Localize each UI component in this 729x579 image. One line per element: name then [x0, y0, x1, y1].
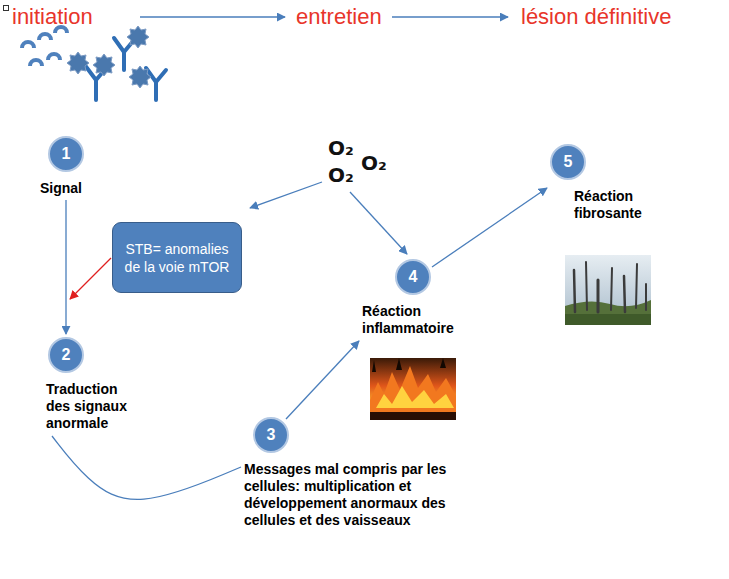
fibrosis-picture: [565, 300, 651, 325]
oxygen-arrow: [350, 192, 407, 254]
fibrosis-picture: [565, 255, 651, 325]
fibrosis-picture: [574, 262, 646, 312]
fire-picture: [372, 358, 446, 372]
phase-arrow: [140, 16, 285, 17]
antibody-illustration: [20, 25, 69, 66]
antibody-illustration: [67, 26, 151, 88]
phase-title: lésion définitive: [521, 5, 671, 29]
antibody-illustration: [20, 25, 166, 100]
step-circle: 1: [48, 136, 84, 172]
flow-arrow: [65, 200, 66, 334]
phase-title: initiation: [12, 5, 93, 29]
fire-picture: [370, 358, 456, 420]
fire-picture: [370, 366, 456, 412]
antibody-illustration: [146, 68, 166, 100]
fibrosis-picture: [565, 255, 651, 325]
oxygen-label: O₂: [361, 151, 387, 175]
step-label: Réaction fibrosante: [574, 188, 679, 222]
fibrosis-picture: [586, 262, 587, 310]
antibody-illustration: [67, 52, 89, 74]
process-box: STB= anomalies de la voie mTOR: [112, 222, 242, 293]
fire-picture: [376, 386, 454, 408]
step-node: 1Signal: [40, 136, 112, 197]
step-node: 3Messages mal compris par les cellules: …: [244, 417, 494, 529]
oxygen-arrow: [250, 182, 322, 208]
step-node: 2Traduction des signaux anormale: [46, 337, 134, 432]
fibrosis-picture: [574, 270, 575, 312]
fibrosis-picture: [636, 264, 637, 308]
inhibition-arrow: [70, 258, 111, 299]
callout-number: 4: [409, 269, 418, 285]
step-circle: 2: [48, 337, 84, 373]
fibrosis-picture: [597, 280, 600, 312]
oxygen-label: O₂: [328, 163, 354, 187]
fire-picture: [370, 358, 456, 420]
antibody-illustration: [127, 26, 149, 48]
fibrosis-picture: [624, 276, 625, 312]
callout-number: 3: [267, 427, 276, 443]
step-node: 4Réaction inflammatoire: [362, 259, 477, 337]
corner-mark: [4, 6, 9, 11]
callout-number: 5: [564, 154, 573, 170]
phase-arrow: [392, 16, 508, 17]
step-node: 5Réaction fibrosante: [550, 144, 679, 222]
callout-number: 2: [62, 347, 71, 363]
step-label: Réaction inflammatoire: [362, 303, 477, 337]
fibrosis-picture: [611, 268, 612, 310]
step-circle: 4: [395, 259, 431, 295]
oxygen-label: O₂: [328, 136, 354, 160]
fibrosis-picture: [565, 314, 651, 325]
antibody-illustration: [46, 52, 62, 60]
antibody-illustration: [37, 32, 53, 40]
flow-arrow: [52, 436, 241, 499]
callout-number: 1: [62, 146, 71, 162]
antibody-illustration: [84, 38, 166, 100]
fire-picture: [370, 412, 456, 420]
phase-title: entretien: [296, 5, 382, 29]
oxygen-arrow: [250, 182, 407, 254]
antibody-illustration: [20, 40, 36, 48]
flow-arrow: [432, 188, 547, 267]
box-text: STB= anomalies de la voie mTOR: [121, 240, 233, 276]
step-label: Messages mal compris par les cellules: m…: [244, 461, 494, 529]
step-circle: 5: [550, 144, 586, 180]
antibody-illustration: [28, 58, 44, 66]
step-circle: 3: [253, 417, 289, 453]
antibody-illustration: [129, 66, 151, 88]
fibrosis-picture: [645, 284, 647, 310]
step-label: Signal: [40, 180, 112, 197]
antibody-illustration: [93, 54, 115, 76]
step-label: Traduction des signaux anormale: [46, 381, 134, 432]
flow-arrow: [286, 341, 359, 419]
